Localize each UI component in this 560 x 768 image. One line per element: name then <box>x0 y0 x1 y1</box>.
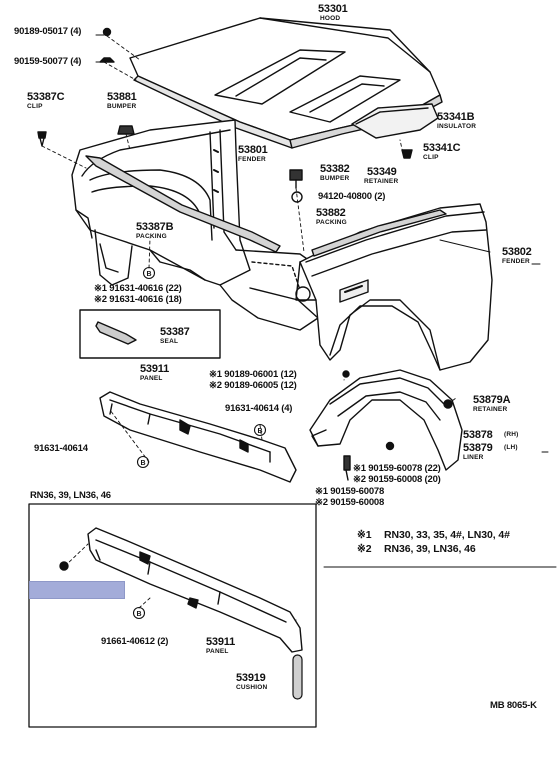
diagram-code: MB 8065-K <box>490 700 537 711</box>
bumper-right-number: 53382 <box>320 163 350 175</box>
ref-90189-06005: ※2 90189-06005 (12) <box>209 380 297 391</box>
insulator-number: 53341B <box>437 111 475 123</box>
right-fender-drawing <box>295 203 493 371</box>
panel-upper-drawing <box>99 391 297 483</box>
inset-box <box>28 503 317 728</box>
panel-upper-name: PANEL <box>140 375 163 382</box>
hood-clip-number: 53341C <box>423 142 461 154</box>
packing-left-number: 53387B <box>136 221 174 233</box>
ref-90159-60008-qty: ※2 90159-60008 (20) <box>353 474 441 485</box>
retainer-liner-number: 53879A <box>473 394 511 406</box>
ref-94120-40800: 94120-40800 (2) <box>318 191 386 202</box>
seal-name: SEAL <box>160 338 179 345</box>
highlight-marker <box>29 581 125 599</box>
clip-left-number: 53387C <box>27 91 65 103</box>
inset-title: RN36, 39, LN36, 46 <box>30 490 111 501</box>
hood-drawing <box>129 17 443 149</box>
insulator-name: INSULATOR <box>437 123 477 130</box>
packing-right-number: 53882 <box>316 207 346 219</box>
ref-91631-40616-a: ※1 91631-40616 (22) <box>94 283 182 294</box>
left-fender-drawing <box>71 119 251 286</box>
bolt-b-4: B <box>136 611 141 618</box>
liner-label: LINER <box>463 454 484 461</box>
ref-91631-40616-b: ※2 91631-40616 (18) <box>94 294 182 305</box>
panel-upper-number: 53911 <box>140 363 169 375</box>
liner-rh-number: 53878 <box>463 429 493 441</box>
bumper-left-number: 53881 <box>107 91 137 103</box>
ref-90189-06001: ※1 90189-06001 (12) <box>209 369 297 380</box>
liner-drawing <box>309 369 463 471</box>
ref-91661-40612: 91661-40612 (2) <box>101 636 169 647</box>
ref-91631-40614: 91631-40614 <box>34 443 88 454</box>
fender-left-name: FENDER <box>238 156 266 163</box>
bolt-b-3: B <box>140 460 145 467</box>
panel-lower-name: PANEL <box>206 648 229 655</box>
ref-90189-05017: 90189-05017 (4) <box>14 26 82 37</box>
bolt-b-1: B <box>146 271 151 278</box>
packing-left-name: PACKING <box>136 233 167 240</box>
bolt-b-2: B <box>257 428 262 435</box>
ref-90159-60008: ※2 90159-60008 <box>315 497 385 508</box>
note-2-mark: ※2 <box>357 543 372 555</box>
cushion-number: 53919 <box>236 672 266 684</box>
ref-90159-60078: ※1 90159-60078 <box>315 486 385 497</box>
liner-lh-number: 53879 <box>463 442 493 454</box>
retainer-top-number: 53349 <box>367 166 397 178</box>
retainer-top-name: RETAINER <box>364 178 399 185</box>
note-1-text: RN30, 33, 35, 4#, LN30, 4# <box>384 529 510 541</box>
cushion-name: CUSHION <box>236 684 268 691</box>
panel-lower-number: 53911 <box>206 636 235 648</box>
liner-lh-name: (LH) <box>504 444 518 451</box>
note-1-mark: ※1 <box>357 529 372 541</box>
ref-90159-50077: 90159-50077 (4) <box>14 56 82 67</box>
clip-left-name: CLIP <box>27 103 43 110</box>
seal-number: 53387 <box>160 326 190 338</box>
fender-right-name: FENDER <box>502 258 530 265</box>
note-2-text: RN36, 39, LN36, 46 <box>384 543 476 555</box>
panel-lower-drawing <box>87 527 303 653</box>
liner-rh-name: (RH) <box>504 431 519 438</box>
retainer-liner-name: RETAINER <box>473 406 508 413</box>
bumper-right-name: BUMPER <box>320 175 350 182</box>
ref-91631-40614-qty: 91631-40614 (4) <box>225 403 293 414</box>
fender-left-number: 53801 <box>238 144 268 156</box>
seal-box <box>79 309 221 359</box>
hood-name: HOOD <box>320 15 341 22</box>
bumper-left-name: BUMPER <box>107 103 137 110</box>
hood-number: 53301 <box>318 3 348 15</box>
ref-90159-60078-qty: ※1 90159-60078 (22) <box>353 463 441 474</box>
packing-right-name: PACKING <box>316 219 347 226</box>
fender-right-number: 53802 <box>502 246 532 258</box>
hood-clip-name: CLIP <box>423 154 439 161</box>
insulator-drawing <box>351 103 439 139</box>
